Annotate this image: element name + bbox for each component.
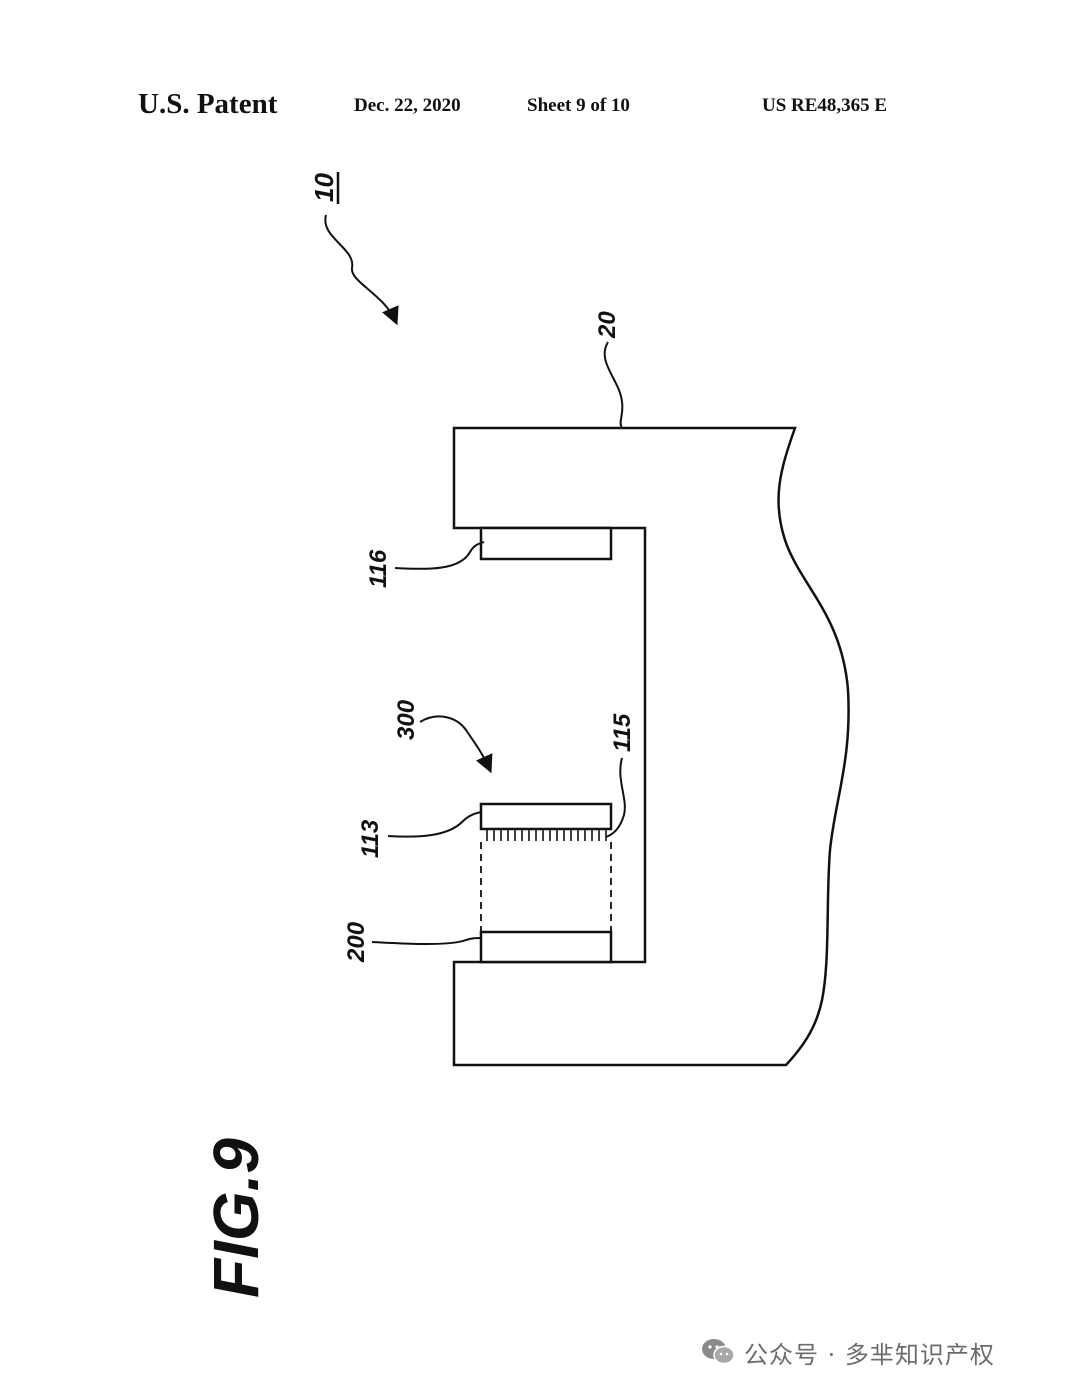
leader-116 [394, 541, 485, 570]
label-10: 10 [309, 173, 339, 202]
leader-115 [605, 757, 626, 838]
body-20-outline [452, 426, 850, 1067]
leader-20 [603, 341, 624, 429]
label-116: 116 [365, 549, 392, 588]
label-200: 200 [343, 921, 370, 963]
block-200 [479, 930, 613, 964]
block-113 [479, 802, 613, 831]
label-115: 115 [609, 713, 636, 752]
watermark: 公众号 · 多芈知识产权 [700, 1332, 995, 1372]
wechat-icon [702, 1339, 735, 1365]
label-20: 20 [594, 311, 621, 339]
header-date: Dec. 22, 2020 [354, 95, 461, 116]
label-113: 113 [357, 819, 384, 858]
pad-116 [479, 526, 613, 561]
figure-title: FIG.9 [200, 1138, 272, 1298]
arrow-300 [419, 715, 493, 774]
comb-teeth-115 [486, 829, 607, 841]
leader-113 [387, 811, 483, 838]
header-patent-number: US RE48,365 E [762, 95, 888, 116]
arrow-10 [324, 214, 399, 326]
header-patent-label: U.S. Patent [138, 88, 278, 120]
label-300: 300 [393, 699, 420, 740]
header-sheet: Sheet 9 of 10 [527, 95, 630, 116]
leader-200 [371, 937, 483, 945]
watermark-text: 公众号 · 多芈知识产权 [744, 1340, 995, 1369]
